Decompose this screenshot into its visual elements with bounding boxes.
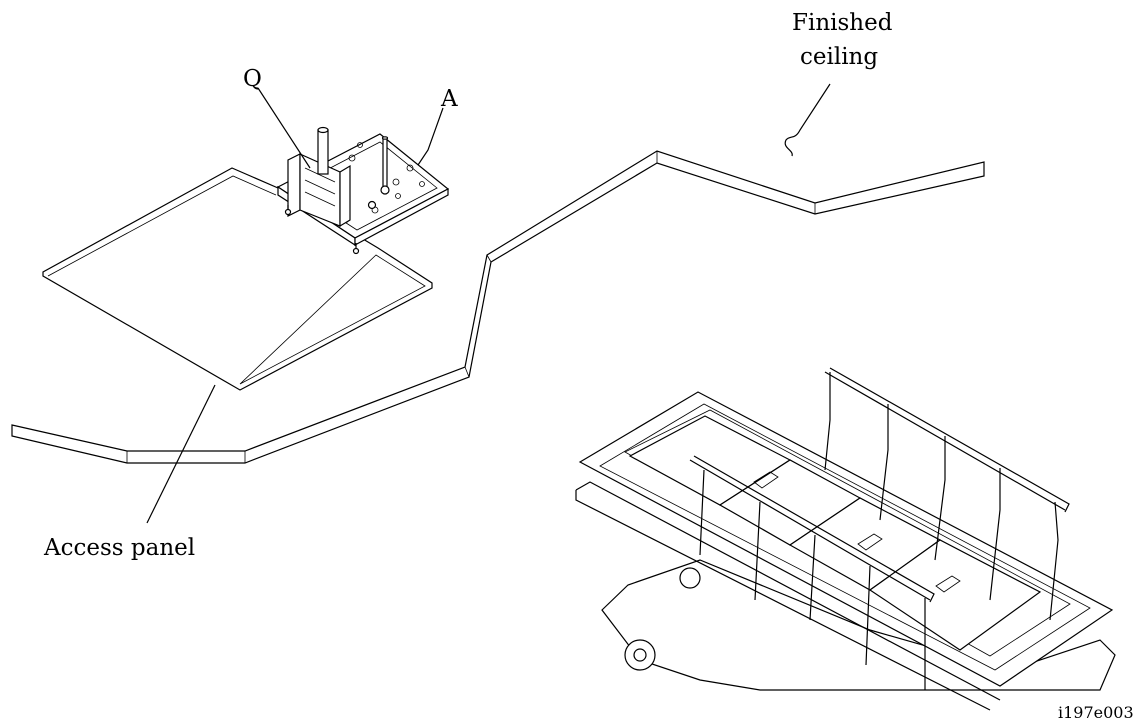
label-part-q: Q bbox=[243, 66, 262, 92]
label-part-a: A bbox=[440, 86, 458, 112]
leader-access-panel bbox=[146, 384, 216, 524]
leader-finished-ceiling bbox=[784, 83, 831, 157]
leader-part-a bbox=[417, 107, 444, 166]
label-finished-ceiling-line1: Finished bbox=[792, 10, 893, 36]
label-access-panel: Access panel bbox=[43, 535, 195, 561]
figure-id: i197e003 bbox=[1058, 703, 1134, 722]
leader-part-q bbox=[257, 87, 311, 169]
stretcher-illustration bbox=[575, 367, 1116, 711]
label-finished-ceiling-line2: ceiling bbox=[800, 44, 878, 70]
mounting-plate-assembly bbox=[276, 126, 450, 255]
finished-ceiling-strip bbox=[11, 150, 985, 464]
